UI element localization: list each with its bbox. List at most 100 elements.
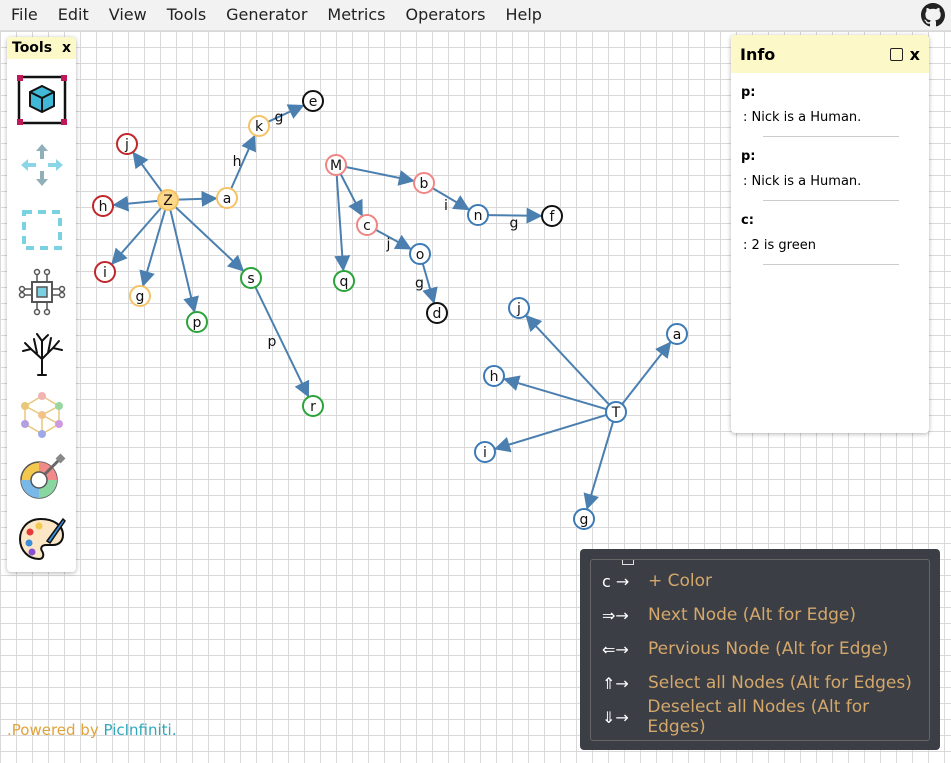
move-arrows-icon[interactable] [17,140,67,190]
graph-node[interactable]: j [508,297,530,319]
graph-node-circle[interactable] [248,115,270,137]
graph-node-circle[interactable] [157,189,179,211]
graph-node[interactable]: b [413,172,435,194]
menu-generator[interactable]: Generator [226,5,308,24]
graph-node[interactable]: k [248,115,270,137]
tools-close-button[interactable]: x [61,40,71,56]
graph-node[interactable]: n [467,204,489,226]
graph-network-icon[interactable] [17,390,67,440]
graph-node-circle[interactable] [240,267,262,289]
graph-node-circle[interactable] [508,297,530,319]
graph-edge[interactable] [111,206,163,265]
graph-node-circle[interactable] [216,187,238,209]
graph-node-circle[interactable] [129,285,151,307]
select-cube-icon[interactable] [17,75,67,125]
github-icon[interactable] [921,3,945,27]
graph-node[interactable]: M [325,154,347,176]
graph-node[interactable]: c [356,214,378,236]
graph-node[interactable]: e [302,90,324,112]
graph-edge[interactable] [487,207,543,224]
menu-operators[interactable]: Operators [405,5,486,24]
graph-node[interactable]: i [94,261,116,283]
graph-node-circle[interactable] [474,441,496,463]
graph-node-circle[interactable] [541,205,563,227]
graph-node[interactable]: g [129,285,151,307]
edge-label[interactable]: g [510,216,519,232]
graph-node-circle[interactable] [325,154,347,176]
graph-node-circle[interactable] [573,508,595,530]
graph-edge[interactable] [139,209,167,287]
graph-node-circle[interactable] [186,311,208,333]
graph-edge[interactable] [493,413,607,453]
graph-node-circle[interactable] [409,243,431,265]
edge-label[interactable]: j [386,237,391,253]
graph-edge[interactable] [583,421,615,510]
graph-node-circle[interactable] [483,365,505,387]
menu-help[interactable]: Help [505,5,542,24]
edge-label[interactable]: g [275,110,284,126]
graph-node[interactable]: o [409,243,431,265]
graph-node[interactable]: a [666,323,688,345]
graph-node[interactable]: f [541,205,563,227]
graph-node[interactable]: j [116,133,138,155]
color-wheel-icon[interactable] [17,452,67,502]
menu-view[interactable]: View [108,5,147,24]
graph-edge[interactable] [169,209,199,313]
graph-node[interactable]: h [483,365,505,387]
powered-by-link[interactable]: PicInfiniti. [103,721,177,739]
graph-edge[interactable] [177,190,218,207]
edge-label[interactable]: i [444,198,448,214]
graph-edge[interactable] [230,134,256,190]
circuit-chip-icon[interactable] [17,267,67,317]
graph-edge[interactable] [503,375,607,411]
graph-node[interactable]: r [302,395,324,417]
graph-node[interactable]: a [216,187,238,209]
menu-edit[interactable]: Edit [57,5,89,24]
graph-node-circle[interactable] [666,323,688,345]
graph-edge[interactable] [334,174,351,272]
graph-node-circle[interactable] [467,204,489,226]
maximize-icon[interactable] [889,47,903,61]
menu-metrics[interactable]: Metrics [327,5,386,24]
graph-node[interactable]: p [186,311,208,333]
graph-node[interactable]: q [333,270,355,292]
graph-node[interactable]: i [474,441,496,463]
edge-label[interactable]: h [233,154,242,170]
graph-node-circle[interactable] [302,395,324,417]
tree-icon[interactable] [17,329,67,379]
menu-tools[interactable]: Tools [166,5,207,24]
graph-edge[interactable] [112,195,159,212]
graph-node[interactable]: T [605,401,627,423]
graph-node[interactable]: h [92,195,114,217]
graph-node[interactable]: s [240,267,262,289]
info-close-button[interactable]: x [909,44,920,64]
graph-edge[interactable] [132,151,163,193]
graph-edge[interactable] [432,187,470,211]
graph-edge[interactable] [267,104,305,123]
paint-palette-icon[interactable] [17,513,67,563]
graph-edge[interactable] [339,173,363,217]
graph-edge[interactable] [174,206,245,272]
graph-node-circle[interactable] [605,401,627,423]
graph-node-circle[interactable] [94,261,116,283]
graph-node-circle[interactable] [413,172,435,194]
edge-label[interactable]: p [268,334,277,350]
graph-edge[interactable] [375,228,412,250]
graph-node-circle[interactable] [333,270,355,292]
graph-node[interactable]: g [573,508,595,530]
graph-edge[interactable] [421,263,438,304]
graph-node-circle[interactable] [116,133,138,155]
graph-node-circle[interactable] [92,195,114,217]
graph-edge[interactable] [254,286,310,398]
graph-node[interactable]: d [426,302,448,324]
graph-edge[interactable] [621,341,672,405]
graph-node-circle[interactable] [426,302,448,324]
selection-box-icon[interactable] [17,205,67,255]
graph-node-circle[interactable] [302,90,324,112]
graph-edge[interactable] [345,166,415,186]
edge-label[interactable]: g [415,276,424,292]
graph-node[interactable]: Z [157,189,179,211]
graph-edge[interactable] [525,314,610,406]
graph-node-circle[interactable] [356,214,378,236]
